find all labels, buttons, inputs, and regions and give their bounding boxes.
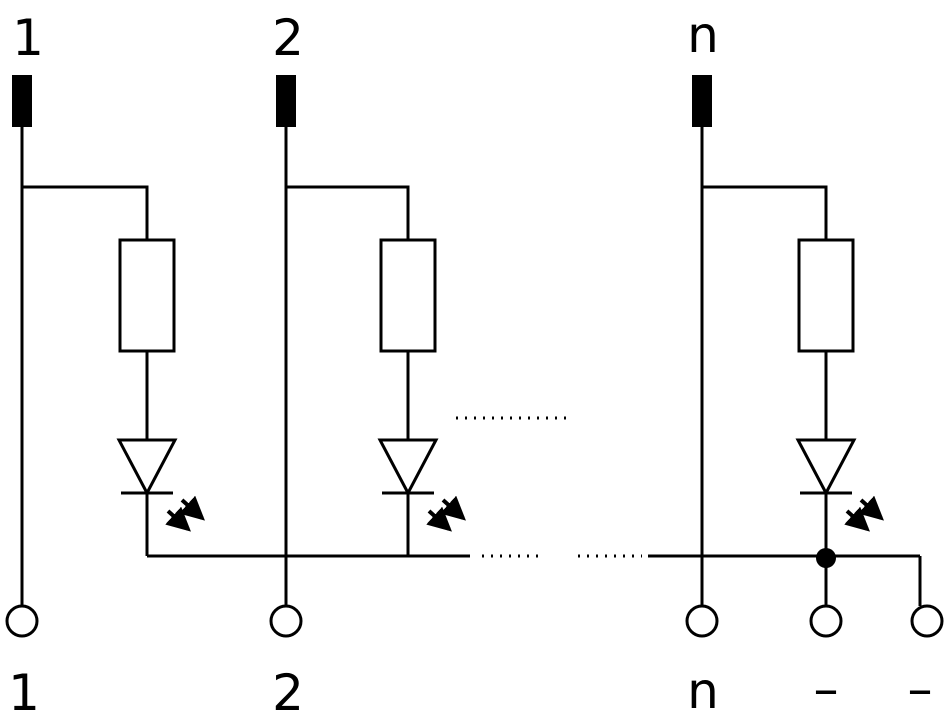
resistor-1 (118, 238, 176, 353)
light-emission-arrows-n (844, 495, 884, 532)
led-2 (377, 438, 439, 497)
bottom-label-minus-2: – (908, 660, 933, 718)
terminal-common-2 (910, 604, 944, 638)
led-1 (116, 438, 178, 497)
bottom-label-1: 1 (8, 664, 40, 719)
bottom-label-n: n (687, 662, 719, 719)
common-return-line (147, 548, 944, 638)
top-label-1: 1 (12, 9, 44, 67)
bottom-label-minus-1: – (814, 660, 839, 718)
resistor-2 (379, 238, 437, 353)
connector-pin-n (692, 75, 712, 127)
light-emission-arrows-1 (165, 495, 205, 532)
terminal-n (685, 604, 719, 638)
channel-n (685, 127, 884, 638)
connector-pin-1 (12, 75, 32, 127)
terminal-common-1 (809, 604, 843, 638)
channel-2 (269, 127, 466, 638)
terminal-2 (269, 604, 303, 638)
top-label-n: n (687, 6, 719, 64)
connector-pin-2 (276, 75, 296, 127)
channel-1 (5, 127, 205, 638)
bottom-label-2: 2 (272, 664, 304, 719)
terminal-1 (5, 604, 39, 638)
light-emission-arrows-2 (426, 495, 466, 532)
top-label-2: 2 (272, 9, 304, 67)
led-n (795, 438, 857, 497)
resistor-n (797, 238, 855, 353)
